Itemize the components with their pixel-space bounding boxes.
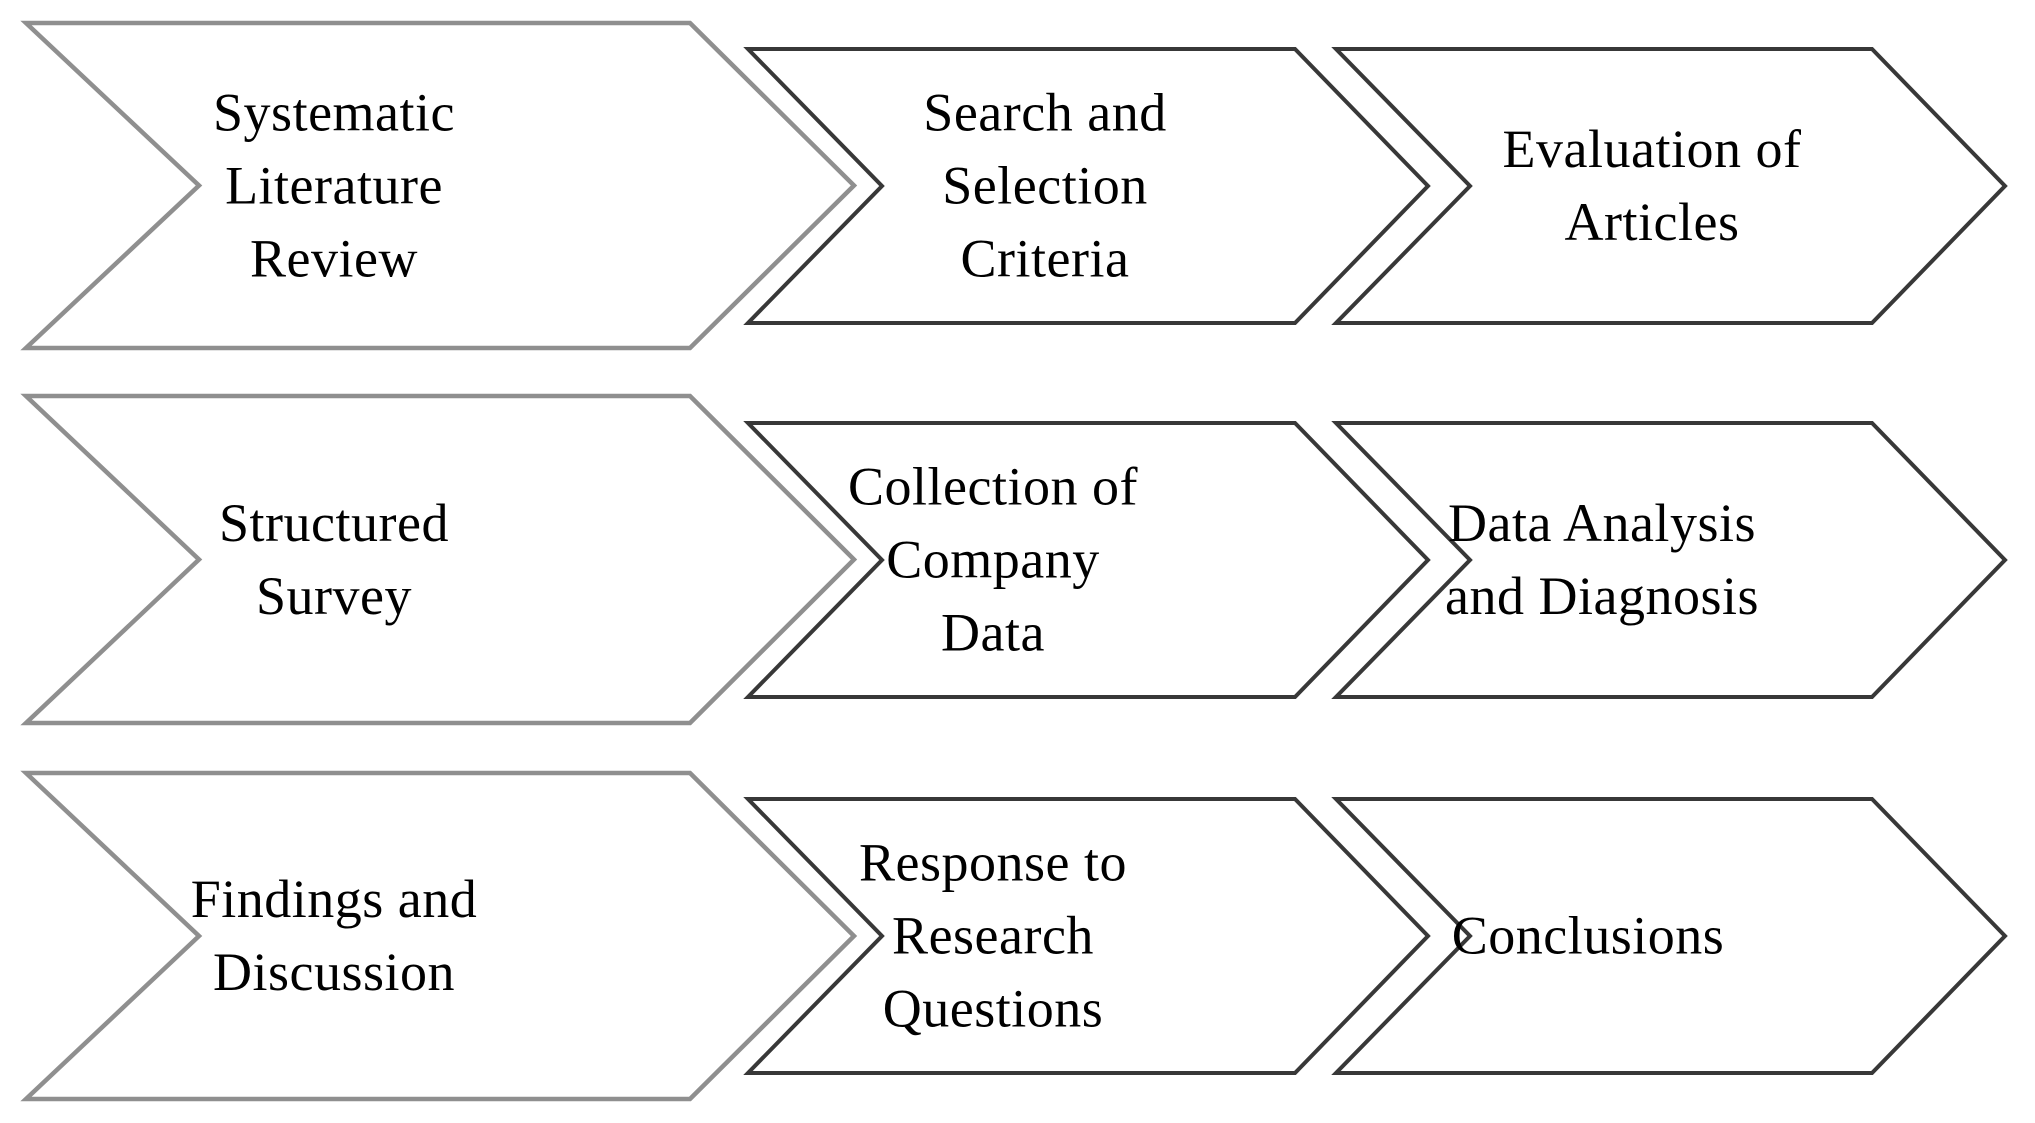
- step-label-row1-step1: Systematic Literature Review: [213, 82, 455, 289]
- chevron-row3-step1: [20, 770, 858, 1102]
- chevron-row2-step2: [743, 421, 1431, 699]
- step-label-row3-step2: Response to Research Questions: [859, 832, 1127, 1039]
- chevron-row2-step3: [1331, 421, 2008, 699]
- chevron-row2-step1: [20, 393, 858, 726]
- step-label-row2-step1: Structured Survey: [219, 493, 449, 626]
- step-label-row2-step3: Data Analysis and Diagnosis: [1445, 493, 1759, 626]
- chevron-row1-step3: [1331, 47, 2008, 325]
- chevron-row1-step1: [20, 20, 858, 351]
- step-label-row1-step2: Search and Selection Criteria: [923, 82, 1167, 289]
- step-label-row1-step3: Evaluation of Articles: [1502, 119, 1802, 252]
- step-label-row2-step2: Collection of Company Data: [848, 456, 1138, 663]
- chevron-row1-step2: [743, 47, 1431, 325]
- step-label-row3-step3: Conclusions: [1451, 905, 1725, 966]
- step-label-row3-step1: Findings and Discussion: [190, 869, 478, 1002]
- chevron-row3-step3: [1331, 797, 2008, 1075]
- chevron-row3-step2: [743, 797, 1431, 1075]
